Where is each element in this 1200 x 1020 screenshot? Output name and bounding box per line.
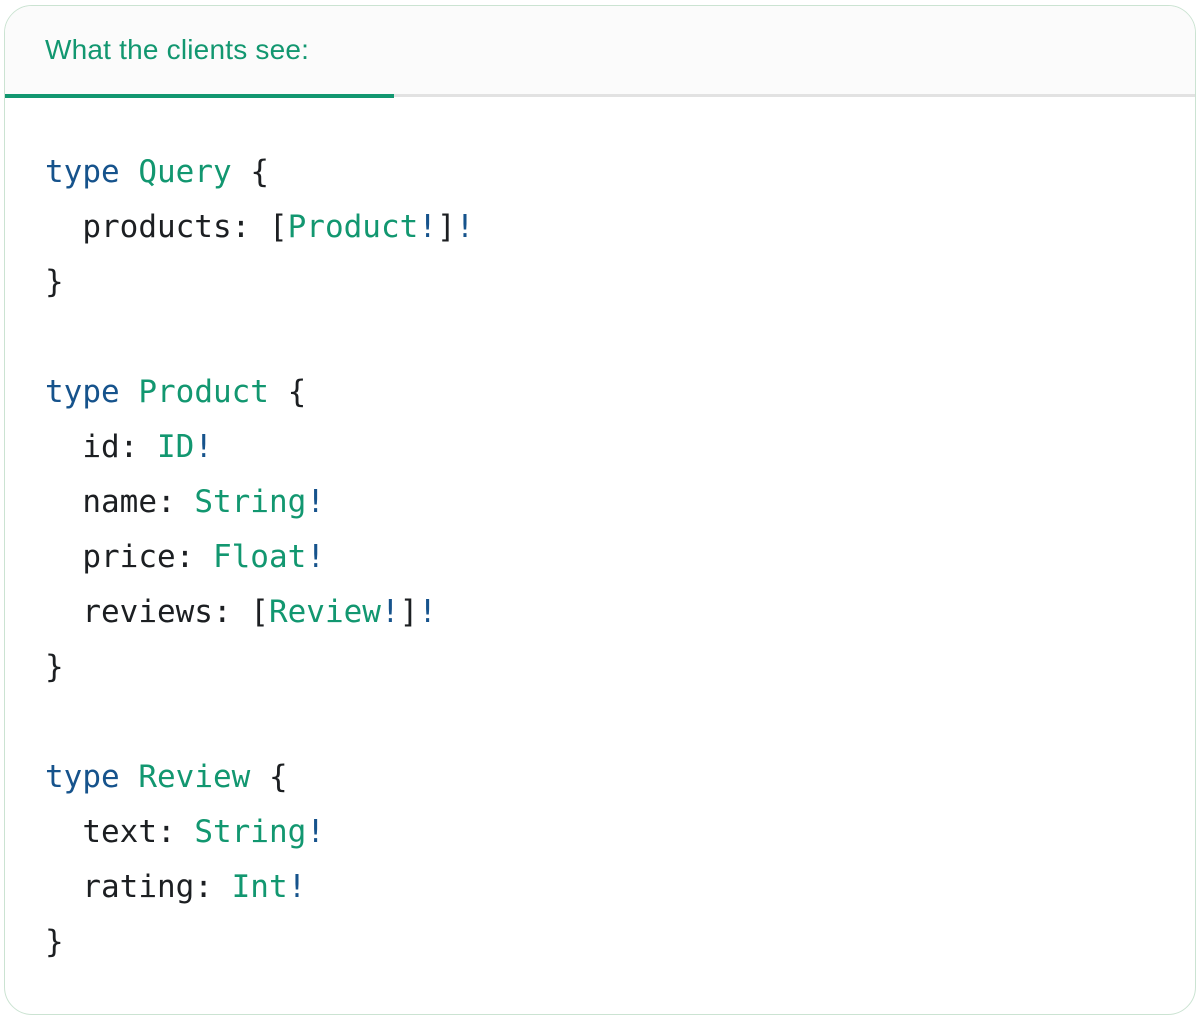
code-line: type Review {	[45, 750, 1155, 805]
schema-code: type Query { products: [Product!]!} type…	[5, 97, 1195, 1010]
code-token	[120, 154, 139, 190]
code-line	[45, 695, 1155, 750]
code-line: }	[45, 255, 1155, 310]
code-token: !	[306, 539, 325, 575]
code-token: String	[194, 814, 307, 850]
code-line: type Product {	[45, 365, 1155, 420]
code-token: !	[306, 814, 325, 850]
code-token: Review	[138, 759, 251, 795]
code-token: }	[45, 924, 64, 960]
tab-label: What the clients see:	[45, 34, 310, 65]
code-token: !	[306, 484, 325, 520]
code-token: products: [	[45, 209, 288, 245]
code-token: }	[45, 264, 64, 300]
code-line: name: String!	[45, 475, 1155, 530]
code-token: name:	[45, 484, 195, 520]
code-line: }	[45, 915, 1155, 970]
tab-divider	[5, 94, 1195, 98]
code-token: Product	[138, 374, 269, 410]
code-token	[120, 759, 139, 795]
code-token: !	[455, 209, 475, 245]
code-token: rating:	[45, 869, 232, 905]
code-line: id: ID!	[45, 420, 1155, 475]
code-token: ]	[399, 594, 419, 630]
code-token: !	[287, 869, 307, 905]
code-token: !	[418, 209, 437, 245]
code-token: Int	[231, 869, 288, 905]
code-token: {	[250, 759, 288, 795]
code-token: Float	[212, 539, 307, 575]
code-token	[120, 374, 139, 410]
tab-what-clients-see[interactable]: What the clients see:	[45, 34, 309, 66]
code-line: products: [Product!]!	[45, 200, 1155, 255]
code-line	[45, 310, 1155, 365]
schema-card: What the clients see: type Query { produ…	[4, 5, 1196, 1015]
code-token: ]	[436, 209, 456, 245]
code-token: Product	[287, 209, 419, 245]
code-token: text:	[45, 814, 195, 850]
code-token: Review	[268, 594, 381, 630]
code-token: String	[194, 484, 307, 520]
code-token: price:	[45, 539, 213, 575]
code-line: reviews: [Review!]!	[45, 585, 1155, 640]
code-token: !	[418, 594, 437, 630]
code-token: }	[45, 649, 64, 685]
code-token: type	[45, 374, 120, 410]
code-token: {	[268, 374, 307, 410]
code-token: !	[380, 594, 400, 630]
code-line: rating: Int!	[45, 860, 1155, 915]
code-token: id:	[45, 429, 157, 465]
code-line: type Query {	[45, 145, 1155, 200]
code-token: !	[194, 429, 213, 465]
code-token: ID	[156, 429, 195, 465]
code-token: type	[45, 759, 120, 795]
code-token: reviews: [	[45, 594, 269, 630]
code-line: text: String!	[45, 805, 1155, 860]
code-line: price: Float!	[45, 530, 1155, 585]
code-token: type	[45, 154, 120, 190]
active-tab-indicator	[5, 94, 394, 98]
code-token: Query	[138, 154, 232, 190]
tab-bar: What the clients see:	[5, 6, 1195, 94]
code-token: {	[231, 154, 269, 190]
code-line: }	[45, 640, 1155, 695]
